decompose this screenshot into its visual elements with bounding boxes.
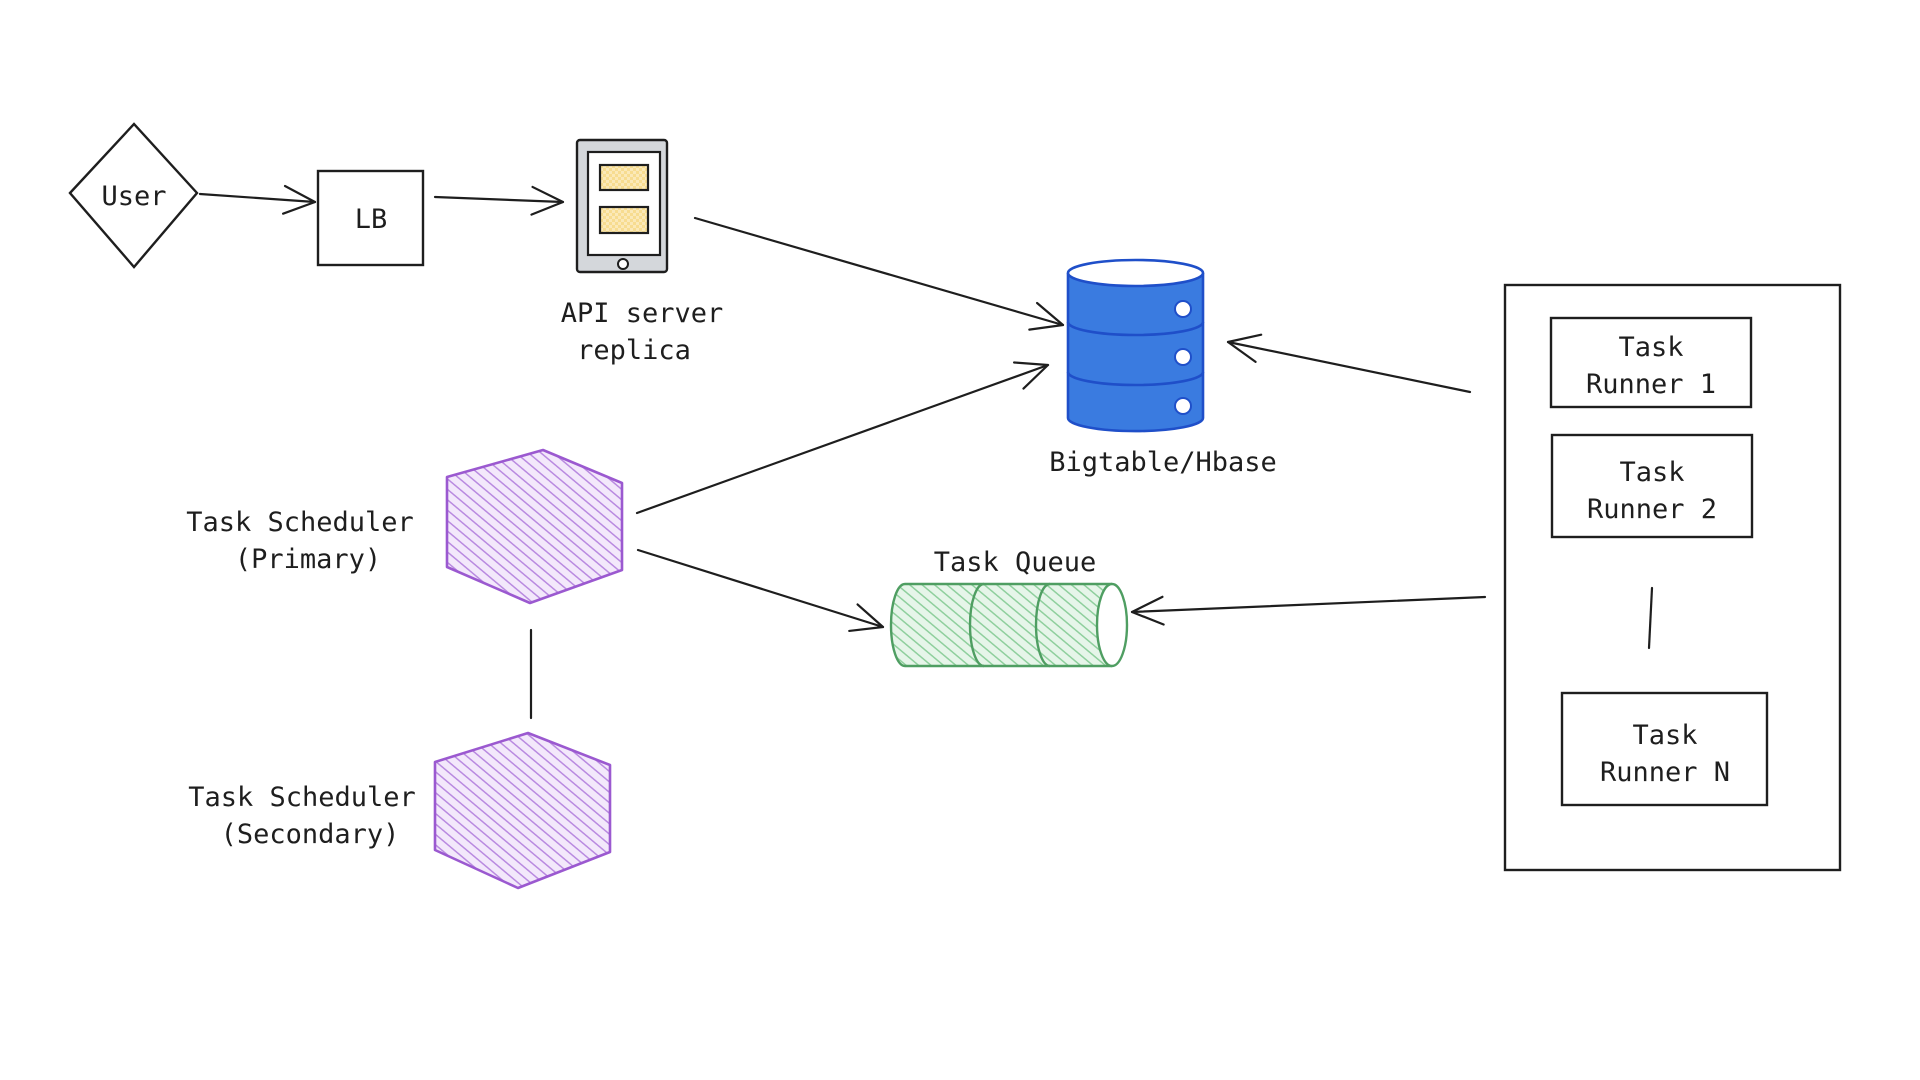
- scheduler-secondary-label-line1: Task Scheduler: [188, 782, 416, 813]
- arrow-runners-to-queue: [1130, 595, 1487, 626]
- database-label: Bigtable/Hbase: [1049, 447, 1277, 478]
- load-balancer-node[interactable]: LB: [316, 169, 425, 267]
- arrow-shaft: [693, 216, 1065, 327]
- arrow-shaft: [636, 548, 885, 629]
- scheduler-primary-node[interactable]: Task Scheduler (Primary): [186, 448, 624, 605]
- api-server-label-line1: API server: [561, 298, 724, 329]
- database-icon: [1066, 258, 1205, 433]
- arrow-head: [848, 603, 885, 633]
- runner-2-label-line1: Task: [1619, 457, 1684, 488]
- api-server-label-line2: replica: [577, 335, 691, 366]
- arrow-head: [281, 184, 317, 215]
- tablet-icon: [575, 138, 669, 274]
- hexagon-shape: [445, 448, 624, 605]
- arrow-lb-to-api: [433, 185, 565, 216]
- user-node[interactable]: User: [68, 122, 199, 269]
- hexagon-shape: [433, 731, 612, 890]
- arrow-head: [530, 185, 565, 216]
- arrow-head: [1012, 361, 1050, 390]
- arrow-runners-to-db: [1226, 333, 1472, 394]
- runner-2-label-line2: Runner 2: [1587, 494, 1717, 525]
- task-runner-1[interactable]: Task Runner 1: [1549, 316, 1753, 409]
- arrow-api-to-db: [693, 216, 1065, 331]
- runner-1-label-line2: Runner 1: [1586, 369, 1716, 400]
- scheduler-primary-label-line2: (Primary): [235, 544, 381, 575]
- runner-1-label-line1: Task: [1618, 332, 1683, 363]
- arrow-head: [1226, 333, 1263, 363]
- runner-box: [1560, 691, 1769, 807]
- arrow-head: [1028, 301, 1065, 331]
- arrow-user-to-lb: [198, 184, 317, 215]
- lb-box-shape: [316, 169, 425, 267]
- arrow-shaft: [1226, 340, 1472, 394]
- arrow-scheduler-to-queue: [636, 548, 885, 633]
- scheduler-primary-label-line1: Task Scheduler: [186, 507, 414, 538]
- task-queue-label: Task Queue: [934, 547, 1097, 578]
- edges: [198, 184, 1487, 633]
- runner-box: [1550, 433, 1754, 539]
- scheduler-secondary-label-line2: (Secondary): [221, 819, 400, 850]
- arrow-scheduler-to-db: [635, 361, 1050, 515]
- runner-box: [1549, 316, 1753, 409]
- task-runner-n[interactable]: Task Runner N: [1560, 691, 1769, 807]
- api-server-node[interactable]: API server replica: [561, 138, 724, 366]
- runner-n-label-line1: Task: [1632, 720, 1697, 751]
- task-runner-group[interactable]: Task Runner 1 Task Runner 2 Task Runner …: [1503, 283, 1842, 872]
- arrow-shaft: [198, 192, 317, 204]
- queue-cylinder-icon: [889, 582, 1129, 668]
- runner-n-label-line2: Runner N: [1600, 757, 1730, 788]
- task-queue-node[interactable]: Task Queue: [889, 547, 1129, 668]
- scheduler-secondary-node[interactable]: Task Scheduler (Secondary): [188, 731, 612, 890]
- user-diamond-shape: [68, 122, 199, 269]
- arrow-head: [1130, 595, 1165, 626]
- runner-ellipsis-line: [1647, 586, 1654, 650]
- arrow-shaft: [433, 195, 565, 204]
- arrow-shaft: [1130, 595, 1487, 614]
- arrow-shaft: [635, 363, 1050, 515]
- lb-label: LB: [355, 204, 388, 235]
- database-node[interactable]: Bigtable/Hbase: [1049, 258, 1277, 478]
- task-runner-2[interactable]: Task Runner 2: [1550, 433, 1754, 539]
- user-label: User: [101, 181, 166, 212]
